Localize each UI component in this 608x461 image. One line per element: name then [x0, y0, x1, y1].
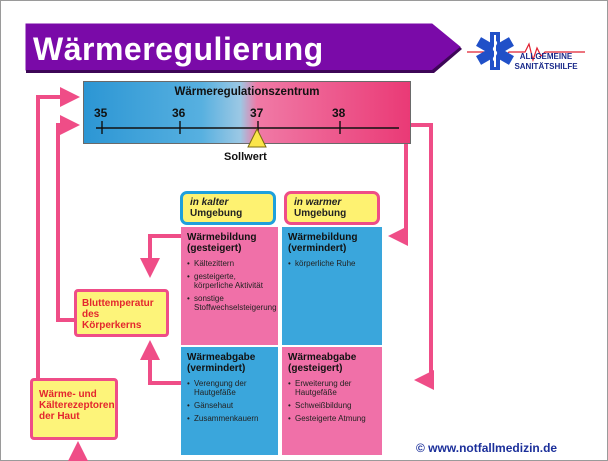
list-item: sonstige Stoffwechselsteigerung — [187, 294, 277, 312]
scale-title: Wärmeregulationszentrum — [174, 86, 320, 98]
logo-text-line1: ALLGEMEINE — [519, 52, 573, 61]
tick-label-36: 36 — [172, 106, 186, 120]
title-banner — [25, 23, 462, 73]
list-item: Gänsehaut — [187, 401, 272, 410]
list-item: körperliche Ruhe — [288, 259, 376, 268]
setpoint-marker — [247, 127, 267, 148]
star-of-life-logo — [467, 32, 585, 70]
list-item: Schweißbildung — [288, 401, 376, 410]
list-item: Erweiterung der Hautgefäße — [288, 379, 376, 397]
list-item: Kältezittern — [187, 259, 272, 268]
tick-label-35: 35 — [94, 106, 108, 120]
warm-production-panel: Wärmebildung (vermindert) körperliche Ru… — [282, 227, 382, 345]
cold-loss-title: Wärmeabgabe (vermindert) — [187, 352, 256, 374]
cold-production-title: Wärmebildung (gesteigert) — [187, 232, 257, 254]
temperature-scale: Wärmeregulationszentrum 35 36 37 38 — [83, 81, 411, 144]
tick-label-37: 37 — [250, 106, 264, 120]
list-item: Zusammenkauern — [187, 414, 272, 423]
warm-env-suffix: Umgebung — [294, 208, 347, 219]
list-item: Gesteigerte Atmung — [288, 414, 376, 423]
warm-env-prefix: in warmer — [294, 197, 342, 208]
setpoint-label: Sollwert — [224, 151, 267, 163]
list-item: Verengung der Hautgefäße — [187, 379, 272, 397]
cold-production-panel: Wärmebildung (gesteigert) Kältezittern g… — [181, 227, 278, 345]
cold-env-suffix: Umgebung — [190, 208, 243, 219]
copyright-text: © www.notfallmedizin.de — [416, 441, 558, 455]
list-item: gesteigerte, körperliche Aktivität — [187, 272, 272, 290]
tick-label-38: 38 — [332, 106, 346, 120]
logo-text-line2: SANITÄTSHILFE — [514, 62, 578, 71]
cold-env-prefix: in kalter — [190, 197, 229, 208]
skin-receptor-box: Wärme- und Kälterezeptoren der Haut — [30, 378, 118, 440]
core-temperature-box: Bluttemperatur des Körperkerns — [74, 289, 169, 337]
warm-production-title: Wärmebildung (vermindert) — [288, 232, 358, 254]
cold-loss-panel: Wärmeabgabe (vermindert) Verengung der H… — [181, 347, 278, 455]
warm-loss-title: Wärmeabgabe (gesteigert) — [288, 352, 357, 374]
warm-environment-label: in warmer Umgebung — [284, 191, 380, 225]
warm-loss-panel: Wärmeabgabe (gesteigert) Erweiterung der… — [282, 347, 382, 455]
cold-environment-label: in kalter Umgebung — [180, 191, 276, 225]
page-title: Wärmeregulierung — [33, 31, 324, 67]
